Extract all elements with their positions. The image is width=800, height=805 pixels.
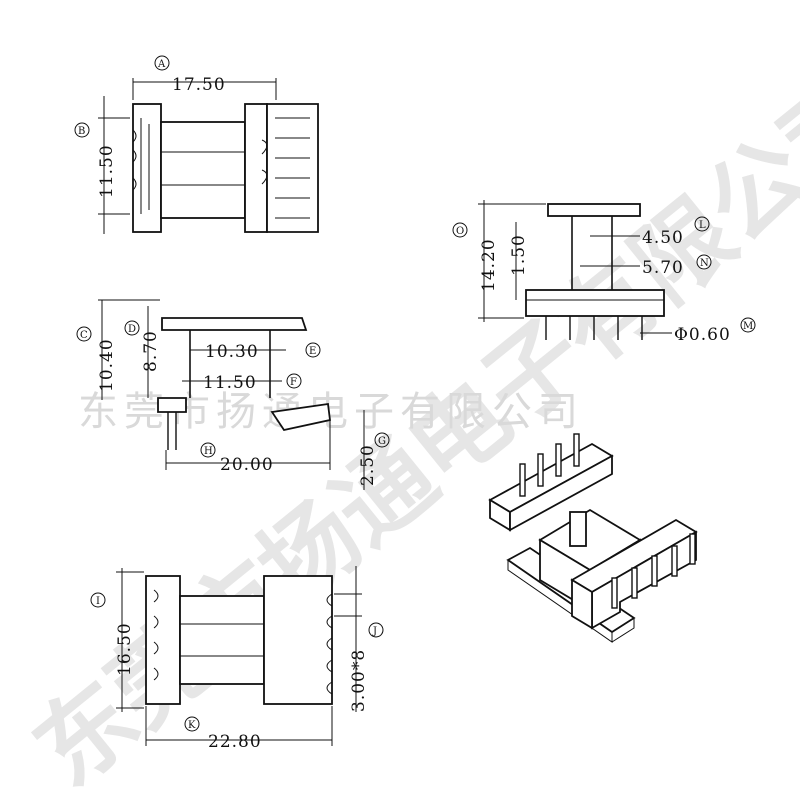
side-view: 10.40 C 8.70 D 10.30 E 11.50 F 20.00 H 2… xyxy=(76,299,390,490)
dim-top-width: 17.50 xyxy=(172,75,226,95)
dim-end-offset: 1.50 xyxy=(509,234,529,276)
dim-top-height: 11.50 xyxy=(97,144,117,198)
top-right-flange xyxy=(244,103,268,233)
tag-b: B xyxy=(78,126,85,137)
tag-j: J xyxy=(372,626,377,637)
tag-o: O xyxy=(456,226,464,237)
side-top-rail xyxy=(161,317,308,331)
tag-f: F xyxy=(290,377,297,388)
bottom-right-flange xyxy=(263,575,333,705)
tag-n: N xyxy=(700,258,709,269)
end-view: 14.20 O 1.50 4.50 L 5.70 N Φ0.60 M xyxy=(452,200,756,345)
dim-end-pin-dia: Φ0.60 xyxy=(674,325,731,345)
dim-bottom-pitch: 3.00*8 xyxy=(349,649,369,712)
tag-d: D xyxy=(128,324,136,335)
dim-bottom-width: 22.80 xyxy=(208,732,262,752)
dim-side-h1: 10.40 xyxy=(97,338,117,392)
tag-c: C xyxy=(80,330,88,341)
top-view: 17.50 A 11.50 B xyxy=(74,55,319,234)
dim-side-h2: 8.70 xyxy=(141,330,161,372)
tag-k: K xyxy=(188,720,196,731)
tag-e: E xyxy=(309,346,316,357)
tag-h: H xyxy=(204,446,213,457)
tag-l: L xyxy=(699,220,706,231)
top-core xyxy=(160,121,246,219)
horizontal-watermark: 东莞市扬通电子有限公司 xyxy=(78,389,584,435)
dim-side-w1: 10.30 xyxy=(205,342,259,362)
iso-back-pins xyxy=(519,433,580,497)
bottom-view: 16.50 I 3.00*8 J 22.80 K xyxy=(90,566,384,752)
iso-front-pins xyxy=(611,533,696,609)
dim-side-pin: 2.50 xyxy=(358,444,378,486)
tag-i: I xyxy=(96,596,100,607)
dim-bottom-height: 16.50 xyxy=(115,622,135,676)
dim-end-a: 4.50 xyxy=(642,228,684,248)
end-base xyxy=(525,289,665,317)
top-pin-block xyxy=(266,103,319,233)
isometric-view xyxy=(488,433,698,643)
bottom-core xyxy=(179,595,265,685)
dim-end-height: 14.20 xyxy=(479,238,499,292)
dim-end-b: 5.70 xyxy=(642,258,684,278)
tag-a: A xyxy=(157,59,166,70)
dim-side-w2: 11.50 xyxy=(203,373,257,393)
end-top-flange xyxy=(547,203,641,217)
tag-g: G xyxy=(378,436,386,447)
tag-m: M xyxy=(743,321,753,332)
bottom-left-flange xyxy=(145,575,181,705)
top-left-flange xyxy=(132,103,162,233)
side-base-left xyxy=(157,397,187,413)
dim-side-length: 20.00 xyxy=(220,455,274,475)
iso-core-window xyxy=(569,511,587,547)
